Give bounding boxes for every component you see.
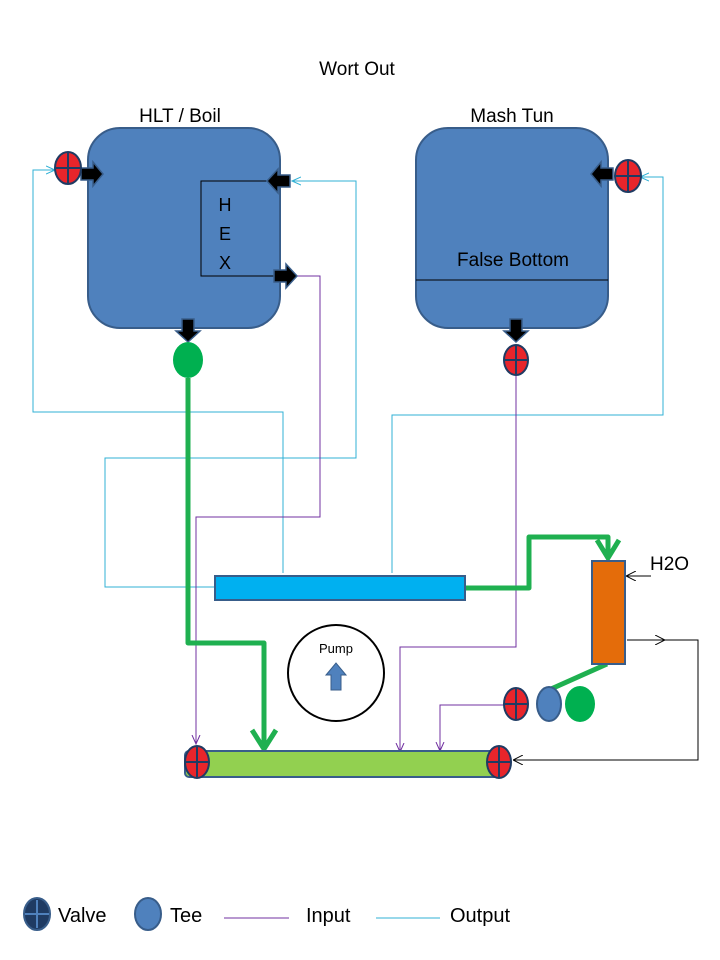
wort-flow-lines	[185, 378, 611, 745]
output-lines	[32, 170, 664, 588]
hlt-drain-arrow-icon	[174, 318, 202, 344]
input-line-hex-out	[196, 275, 321, 744]
chiller-tee-blue-icon[interactable]	[536, 686, 562, 722]
output-line-hlt-top-left	[32, 170, 284, 573]
mash-tun-outlet-valve-icon[interactable]	[503, 344, 529, 376]
mash-tun-label: Mash Tun	[470, 106, 553, 127]
chiller	[591, 560, 626, 665]
manifold-left-valve-icon[interactable]	[184, 745, 210, 779]
false-bottom-label: False Bottom	[457, 250, 569, 271]
mash-tun-vessel	[415, 127, 609, 329]
chiller-outlet-valve-icon[interactable]	[503, 687, 529, 721]
output-line-mash-return	[391, 177, 664, 573]
hlt-label: HLT / Boil	[139, 106, 221, 127]
heat-exchanger-bar	[214, 575, 466, 601]
hlt-boil-vessel	[87, 127, 281, 329]
hex-letter-x: X	[219, 253, 231, 273]
wort-line-hlt-to-manifold	[185, 378, 267, 745]
hex-inlet-arrow-icon	[265, 167, 291, 195]
output-line-hex-return	[104, 181, 357, 588]
hex-letter-h: H	[219, 195, 232, 215]
hex-outlet-arrow-icon	[273, 262, 299, 290]
manifold	[184, 750, 500, 778]
pump-arrow-up-icon	[324, 662, 348, 691]
manifold-right-valve-icon[interactable]	[486, 745, 512, 779]
hlt-inlet-valve-icon[interactable]	[54, 151, 82, 185]
mash-tun-inlet-valve-icon[interactable]	[614, 159, 642, 193]
legend-output-label: Output	[450, 905, 510, 927]
legend-tee-label: Tee	[170, 905, 202, 927]
hlt-left-inlet-arrow-icon	[80, 159, 104, 189]
legend-input-label: Input	[306, 905, 351, 927]
legend: Valve Tee Input Output	[23, 897, 510, 931]
mash-tun-right-inlet-arrow-icon	[590, 159, 614, 189]
mash-tun-drain-arrow-icon	[502, 318, 530, 344]
wort-line-chiller-to-tee	[549, 661, 609, 692]
legend-valve-label: Valve	[58, 905, 107, 927]
input-lines	[196, 275, 517, 752]
wort-arrowhead-manifold-icon	[249, 728, 279, 754]
hlt-outlet-tee-icon[interactable]	[173, 342, 203, 378]
legend-tee-icon	[134, 897, 162, 931]
hex-letter-e: E	[219, 224, 231, 244]
input-line-mash-out	[400, 372, 517, 752]
legend-valve-icon	[23, 897, 51, 931]
pump-label: Pump	[319, 641, 353, 656]
wort-arrowhead-chiller-icon	[594, 538, 622, 563]
wort-line-hex-to-chiller	[465, 534, 611, 591]
water-in-label: H2O	[650, 554, 689, 575]
chiller-tee-green-icon[interactable]	[565, 686, 595, 722]
diagram-title: Wort Out	[319, 59, 395, 80]
input-line-tee-to-manifold	[440, 704, 505, 751]
hex-coil	[200, 180, 276, 277]
